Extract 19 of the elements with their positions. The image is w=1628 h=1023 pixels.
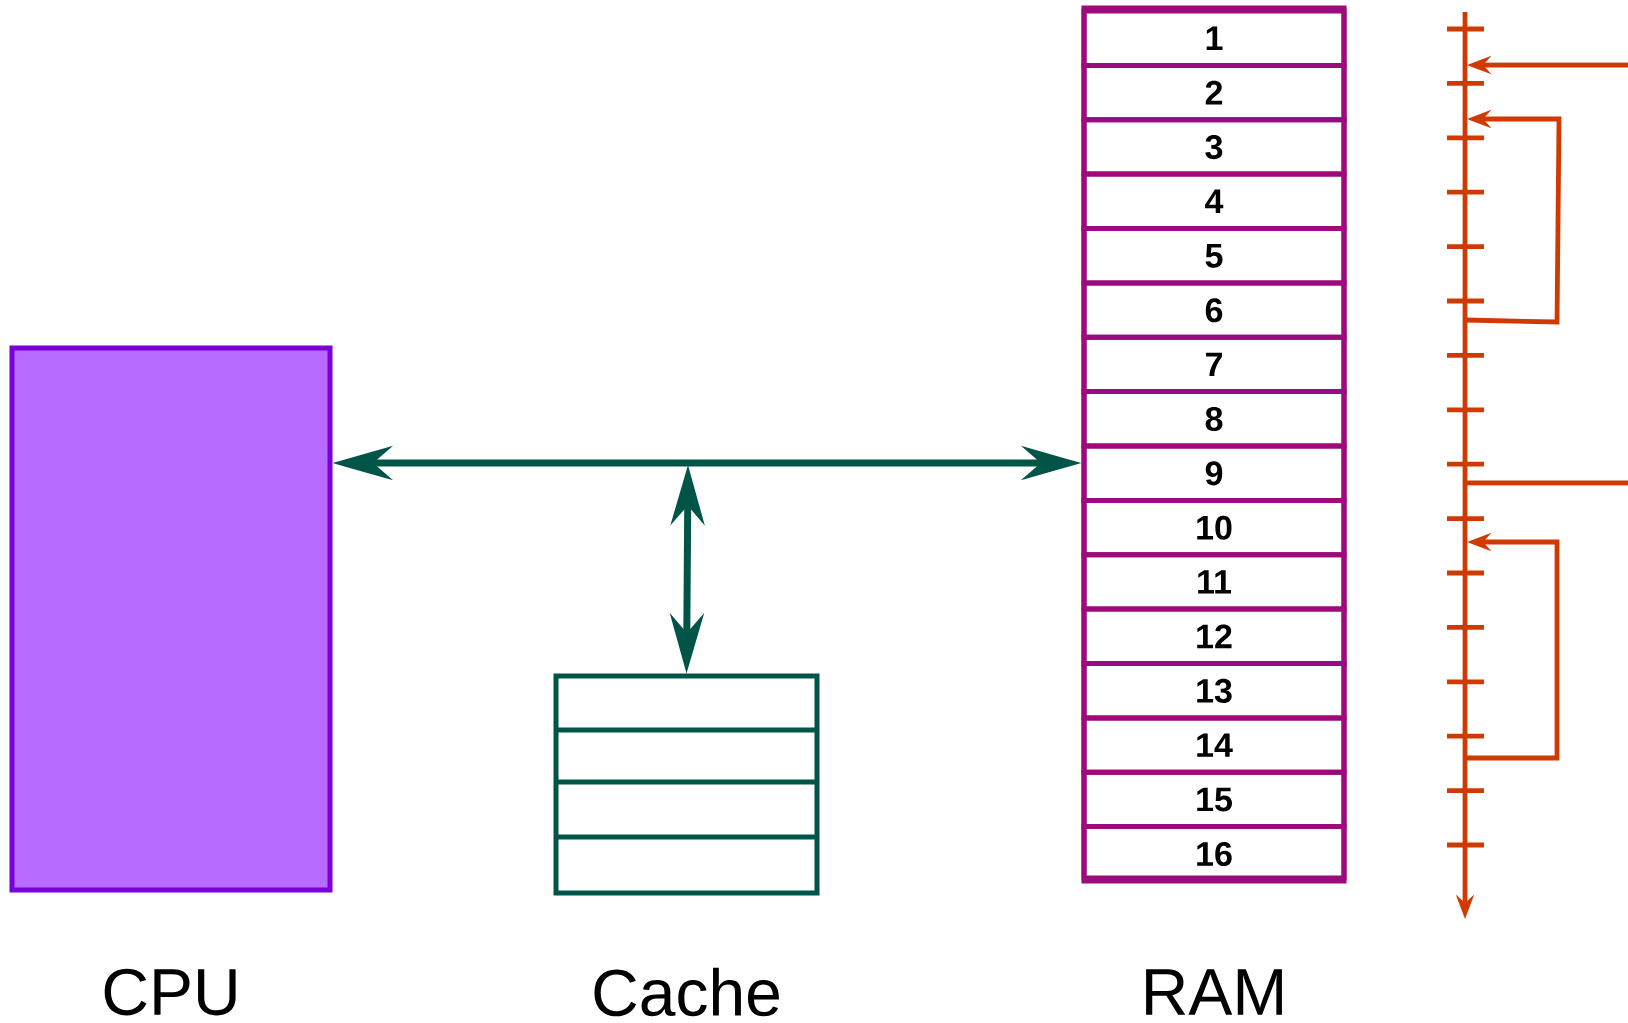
- memory-cell: 13: [1081, 661, 1347, 721]
- memory-cell: 11: [1081, 552, 1347, 612]
- memory-cell: 4: [1081, 171, 1347, 231]
- memory-cell: 8: [1081, 389, 1347, 449]
- memory-cell: 14: [1081, 715, 1347, 775]
- memory-cell: 1: [1081, 8, 1347, 68]
- box-label: RAM: [1146, 969, 1282, 1015]
- memory-cell: 5: [1081, 226, 1347, 286]
- memory-cell: 6: [1081, 280, 1347, 340]
- memory-cell: 12: [1081, 606, 1347, 666]
- box-label: CPU: [104, 968, 236, 1016]
- memory-cell: 10: [1081, 497, 1347, 558]
- box-label: Cache: [594, 967, 779, 1017]
- memory-cell: 7: [1081, 334, 1347, 395]
- memory-cell: 2: [1081, 62, 1347, 123]
- memory-cell: 16: [1081, 824, 1347, 884]
- memory-cell: 3: [1081, 117, 1347, 177]
- memory-cell: 9: [1081, 443, 1347, 503]
- memory-cell: 15: [1081, 769, 1347, 830]
